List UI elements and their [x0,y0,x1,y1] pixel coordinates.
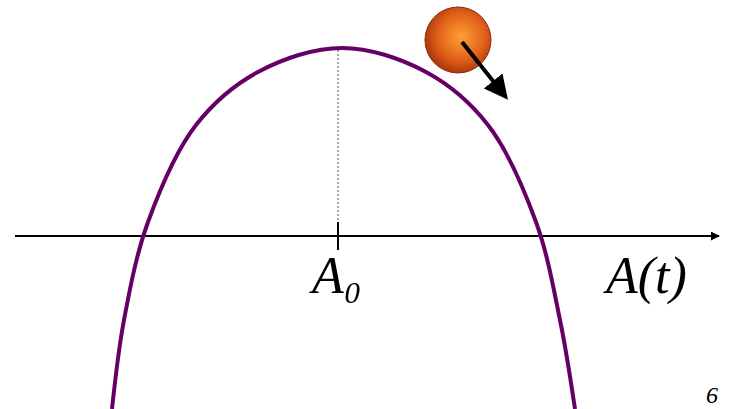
axis-label: A(t) [606,250,687,302]
axis-value: A₀ [312,250,362,302]
axis-line [15,235,719,237]
motion-arrow [462,42,505,96]
potential-curve [112,48,575,409]
axis-tick [337,222,339,250]
dotted-guide [338,50,339,222]
potential-curve-group [112,48,575,409]
page-number: 6 [706,383,718,407]
